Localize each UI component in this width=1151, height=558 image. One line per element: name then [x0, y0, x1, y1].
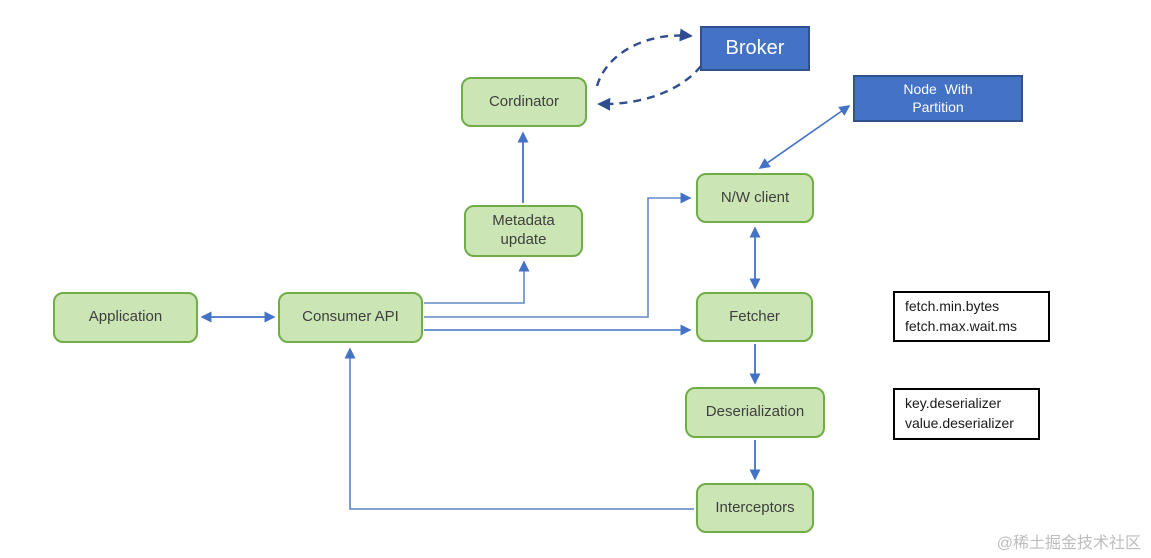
node-consumer-api: Consumer API: [278, 292, 423, 343]
arrow-consumer-api-nw-client: [424, 192, 692, 318]
node-metadata-update-label-line2: update: [500, 231, 547, 248]
node-interceptors: Interceptors: [696, 483, 814, 533]
node-application: Application: [53, 292, 198, 343]
note-deserializer-config-line1: key.deserializer: [905, 395, 1002, 412]
note-deserializer-config: key.deserializer value.deserializer: [893, 388, 1040, 440]
node-interceptors-label: Interceptors: [715, 498, 795, 516]
note-deserializer-config-line2: value.deserializer: [905, 415, 1014, 431]
node-nw-client: N/W client: [696, 173, 814, 223]
arrow-consumer-api-metadata-update: [424, 260, 530, 304]
node-broker: Broker: [700, 26, 810, 71]
watermark: @稀土掘金技术社区: [996, 535, 1141, 552]
node-metadata-update-label-line1: Metadata: [492, 212, 555, 230]
arrow-nw-client-node-with-partition: [758, 105, 851, 169]
node-nw-client-label: N/W client: [720, 188, 790, 206]
note-fetch-config-line2: fetch.max.wait.ms: [905, 317, 1018, 334]
node-node-with-partition-label-line1: Node With: [903, 81, 973, 97]
arrow-interceptors-consumer-api: [344, 347, 694, 510]
note-fetch-config-line1: fetch.min.bytes: [905, 297, 1000, 314]
node-node-with-partition-label-line2: Partition: [912, 98, 964, 115]
arrow-cordinator-broker-dashed: [595, 28, 693, 87]
node-metadata-update: Metadata update: [464, 205, 583, 257]
node-node-with-partition: Node With Partition: [853, 75, 1023, 122]
node-fetcher: Fetcher: [696, 292, 813, 342]
note-fetch-config: fetch.min.bytes fetch.max.wait.ms: [893, 291, 1050, 342]
node-broker-label: Broker: [725, 37, 785, 59]
node-application-label: Application: [88, 308, 163, 326]
node-consumer-api-label: Consumer API: [302, 308, 399, 326]
node-cordinator-label: Cordinator: [488, 92, 560, 110]
node-cordinator: Cordinator: [461, 77, 587, 127]
node-deserialization-label: Deserialization: [705, 403, 805, 421]
node-deserialization: Deserialization: [685, 387, 825, 438]
node-fetcher-label: Fetcher: [729, 307, 780, 325]
arrow-broker-cordinator-dashed: [597, 65, 702, 111]
